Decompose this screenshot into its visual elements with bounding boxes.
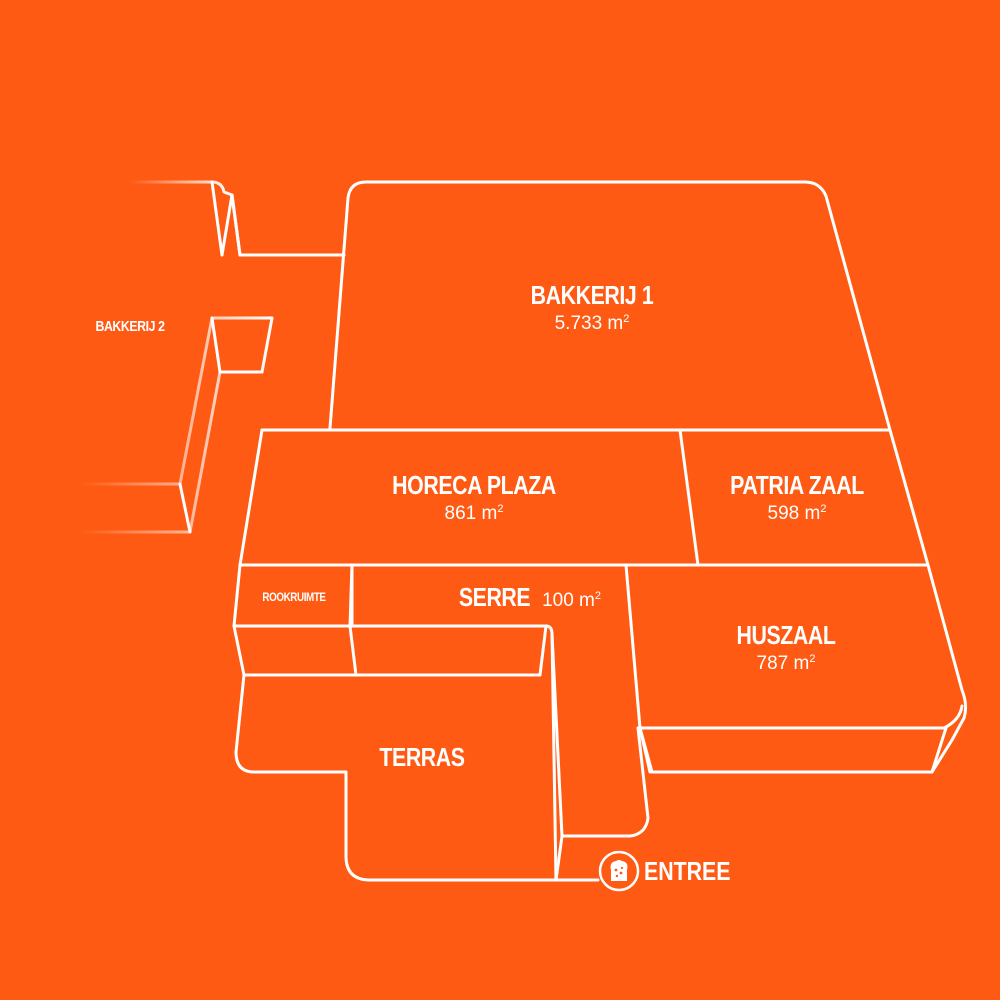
room-label-bakkerij-1: BAKKERIJ 1 5.733 m2 bbox=[517, 280, 667, 335]
area-unit-exponent: 2 bbox=[594, 590, 602, 602]
room-name: TERRAS bbox=[379, 742, 465, 772]
area-unit-exponent: 2 bbox=[623, 313, 630, 325]
room-name: BAKKERIJ 1 bbox=[530, 280, 654, 310]
room-label-rookruimte: ROOKRUIMTE bbox=[256, 588, 333, 606]
room-outline-bakkerij-1 bbox=[328, 180, 892, 432]
room-label-huszaal: HUSZAAL 787 m2 bbox=[726, 620, 847, 675]
room-area: 861 m2 bbox=[374, 503, 574, 525]
area-value: 100 m bbox=[542, 590, 595, 611]
area-unit-exponent: 2 bbox=[497, 503, 504, 515]
area-unit-exponent: 2 bbox=[820, 503, 827, 515]
room-area: 5.733 m2 bbox=[517, 313, 667, 335]
room-name: ROOKRUIMTE bbox=[262, 590, 326, 604]
divider-horeca-patria bbox=[678, 428, 700, 567]
room-label-horeca-plaza: HORECA PLAZA 861 m2 bbox=[374, 470, 574, 525]
entrance-marker: ENTREE bbox=[598, 850, 749, 892]
area-value: 787 m bbox=[756, 653, 810, 674]
room-name: BAKKERIJ 2 bbox=[95, 318, 165, 335]
area-value: 861 m bbox=[444, 503, 498, 524]
room-label-patria-zaal: PATRIA ZAAL 598 m2 bbox=[716, 470, 879, 525]
bakkerij-2-wall bbox=[78, 316, 274, 534]
room-name: PATRIA ZAAL bbox=[730, 470, 864, 500]
room-area: 100 m2 bbox=[542, 590, 601, 611]
room-name: SERRE bbox=[458, 582, 531, 612]
bread-icon bbox=[598, 850, 640, 892]
room-label-serre: SERRE 100 m2 bbox=[451, 582, 601, 613]
room-area: 787 m2 bbox=[726, 653, 847, 675]
area-value: 598 m bbox=[767, 503, 821, 524]
room-name: HUSZAAL bbox=[736, 620, 836, 650]
room-label-terras: TERRAS bbox=[370, 742, 474, 773]
room-name: HORECA PLAZA bbox=[392, 470, 556, 500]
area-unit-exponent: 2 bbox=[809, 653, 816, 665]
room-label-bakkerij-2: BAKKERIJ 2 bbox=[88, 318, 172, 336]
room-outline-terras bbox=[234, 673, 600, 882]
entrance-label: ENTREE bbox=[644, 855, 731, 886]
room-area: 598 m2 bbox=[716, 503, 879, 525]
area-value: 5.733 m bbox=[554, 313, 624, 334]
